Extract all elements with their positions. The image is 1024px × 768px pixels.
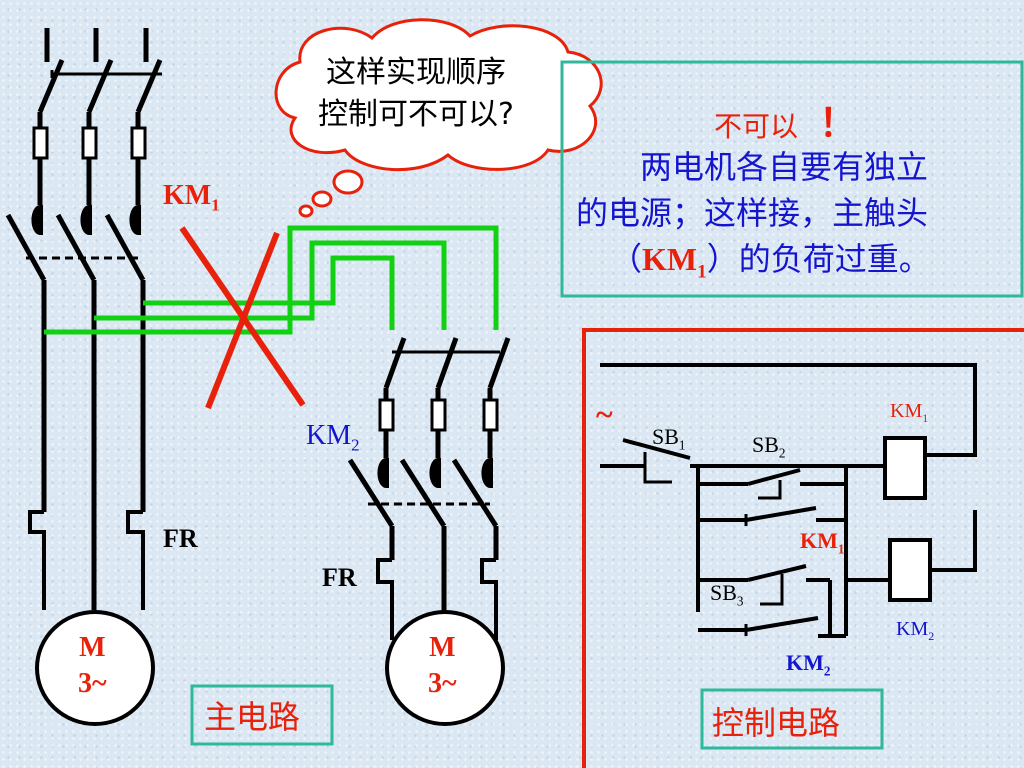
km2-contact-label: KM2: [786, 650, 831, 679]
km1-label: KM1: [163, 180, 220, 215]
tilde-label: ~: [596, 396, 613, 432]
answer-box-frame: [560, 60, 1024, 298]
control-circuit-title: 控制电路: [712, 704, 841, 742]
main-title-frame: [190, 684, 334, 746]
km1-coil-label: KM1: [890, 400, 929, 425]
km2-coil-label: KM2: [896, 618, 935, 643]
km1-contact-label: KM1: [800, 528, 845, 557]
main-phase-lines-2: [347, 337, 511, 640]
control-frame: [582, 328, 1024, 768]
control-title-frame: [700, 688, 884, 750]
motor-1: [35, 610, 155, 726]
km2-label: KM2: [306, 420, 360, 455]
fr2-label: FR: [322, 563, 357, 592]
main-circuit-title: 主电路: [204, 698, 301, 736]
main-phase-lines-1: [5, 28, 163, 610]
motor-2-label: M 3~: [428, 632, 457, 699]
sb1-label: SB1: [652, 424, 686, 453]
green-wires: [44, 225, 499, 335]
red-cross: [179, 226, 306, 410]
bubble-text: 这样实现顺序 控制可不可以?: [318, 55, 514, 132]
answer-body: 两电机各自要有独立 的电源；这样接，主触头 （KM1）的负荷过重。: [576, 148, 931, 283]
fr1-label: FR: [163, 524, 198, 553]
km1-contact-arcs: [31, 205, 141, 235]
sb3-label: SB3: [710, 580, 744, 609]
sb2-label: SB2: [752, 432, 786, 461]
motor-2: [385, 610, 505, 726]
control-circuit: [600, 363, 977, 638]
km2-contact-arcs: [377, 458, 493, 489]
motor-1-label: M 3~: [78, 632, 107, 699]
answer-verdict: 不可以 ！: [714, 101, 857, 145]
thought-bubble: [274, 18, 603, 218]
